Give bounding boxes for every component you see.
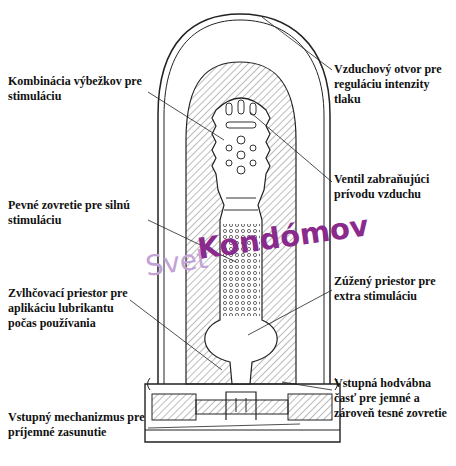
part-label: Zvlhčovací priestor pre aplikáciu lubrik… bbox=[8, 286, 136, 331]
part-label: Kombinácia výbežkov pre stimuláciu bbox=[8, 74, 156, 104]
watermark: Kondómov bbox=[195, 208, 370, 266]
part-label: Pevné zovretie pre silnú stimuláciu bbox=[8, 198, 156, 228]
part-label: Ventil zabraňujúci prívodu vzduchu bbox=[334, 172, 452, 202]
part-label: Vstupný mechanizmus pre príjemné zasunut… bbox=[8, 410, 148, 440]
part-label: Zúžený priestor pre extra stimuláciu bbox=[334, 274, 452, 304]
part-label: Vzduchový otvor pre reguláciu intenzity … bbox=[334, 62, 452, 107]
part-label: Vstupná hodvábna časť pre jemné a zárove… bbox=[334, 376, 452, 421]
